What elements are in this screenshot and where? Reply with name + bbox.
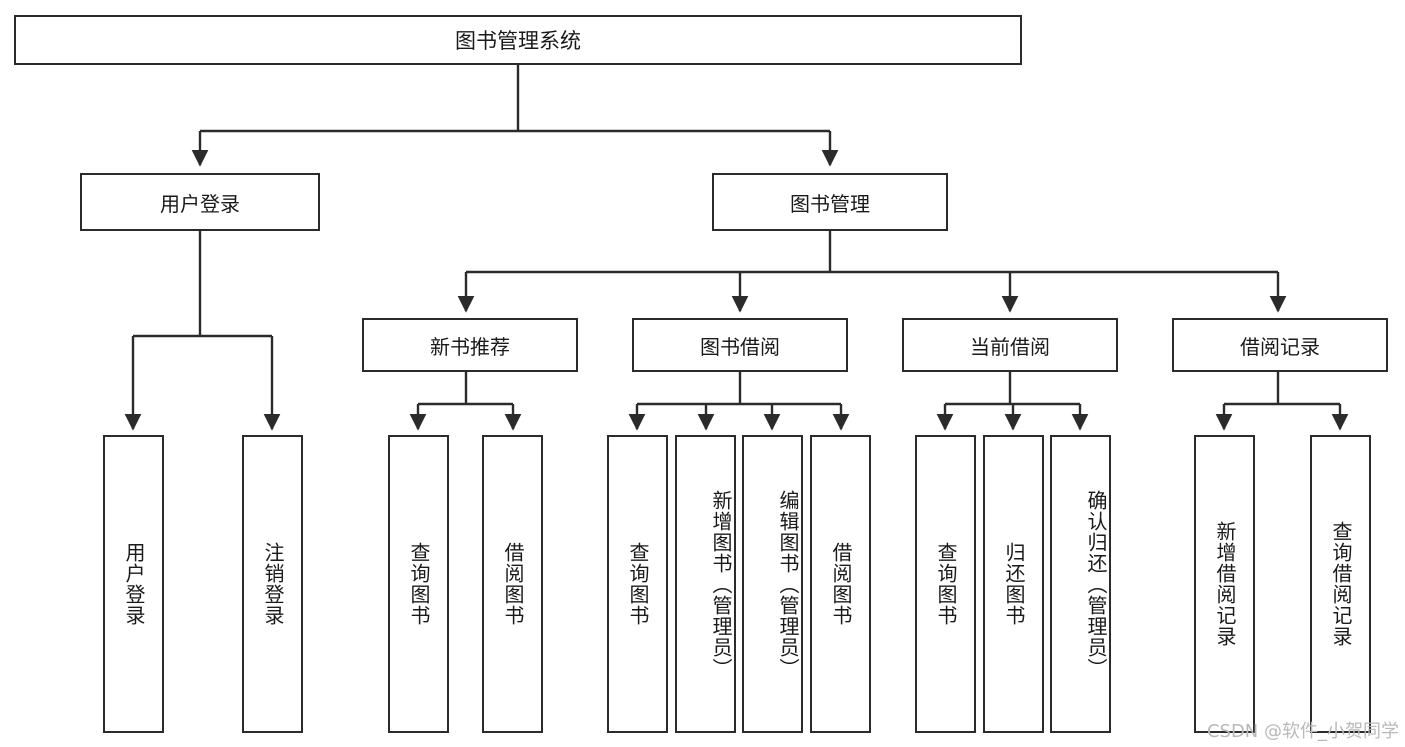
leaf-return-books[interactable]: 归还图书 xyxy=(983,435,1044,733)
leaf-query-books-current[interactable]: 查询图书 xyxy=(915,435,976,733)
node-user-login[interactable]: 用户登录 xyxy=(80,173,320,231)
leaf-confirm-return-admin[interactable]: 确认归还（管理员） xyxy=(1050,435,1111,733)
node-label: 当前借阅 xyxy=(970,334,1050,359)
leaf-edit-book-admin[interactable]: 编辑图书（管理员） xyxy=(742,435,803,733)
node-label: 图书借阅 xyxy=(700,334,780,359)
leaf-label: 新增借阅记录 xyxy=(1213,521,1237,647)
leaf-borrow-books[interactable]: 借阅图书 xyxy=(810,435,871,733)
leaf-label: 注销登录 xyxy=(261,542,285,626)
leaf-user-login[interactable]: 用户登录 xyxy=(103,435,164,733)
node-label: 新书推荐 xyxy=(430,334,510,359)
leaf-query-books-recommend[interactable]: 查询图书 xyxy=(388,435,449,733)
node-book-borrow[interactable]: 图书借阅 xyxy=(632,318,848,372)
leaf-query-borrow-record[interactable]: 查询借阅记录 xyxy=(1310,435,1371,733)
node-book-management[interactable]: 图书管理 xyxy=(712,173,948,231)
leaf-label: 用户登录 xyxy=(122,542,146,626)
node-new-book-recommend[interactable]: 新书推荐 xyxy=(362,318,578,372)
node-label: 图书管理系统 xyxy=(455,29,581,53)
leaf-query-books-borrow[interactable]: 查询图书 xyxy=(607,435,668,733)
watermark-text: CSDN @软件_小贺同学 xyxy=(1206,721,1399,742)
leaf-label: 查询图书 xyxy=(934,542,958,626)
leaf-add-book-admin[interactable]: 新增图书（管理员） xyxy=(675,435,736,733)
node-current-borrow[interactable]: 当前借阅 xyxy=(902,318,1118,372)
node-root-library-system[interactable]: 图书管理系统 xyxy=(14,15,1022,65)
leaf-label: 查询图书 xyxy=(626,542,650,626)
node-label: 用户登录 xyxy=(160,191,240,216)
leaf-add-borrow-record[interactable]: 新增借阅记录 xyxy=(1194,435,1255,733)
leaf-label: 编辑图书（管理员） xyxy=(776,489,800,679)
leaf-label: 查询借阅记录 xyxy=(1329,521,1353,647)
leaf-logout[interactable]: 注销登录 xyxy=(242,435,303,733)
leaf-borrow-books-recommend[interactable]: 借阅图书 xyxy=(482,435,543,733)
node-label: 借阅记录 xyxy=(1240,334,1320,359)
leaf-label: 归还图书 xyxy=(1002,542,1026,626)
node-borrow-records[interactable]: 借阅记录 xyxy=(1172,318,1388,372)
leaf-label: 确认归还（管理员） xyxy=(1084,489,1108,679)
leaf-label: 查询图书 xyxy=(407,542,431,626)
node-label: 图书管理 xyxy=(790,191,870,216)
leaf-label: 借阅图书 xyxy=(501,542,525,626)
leaf-label: 借阅图书 xyxy=(829,542,853,626)
leaf-label: 新增图书（管理员） xyxy=(709,489,733,679)
